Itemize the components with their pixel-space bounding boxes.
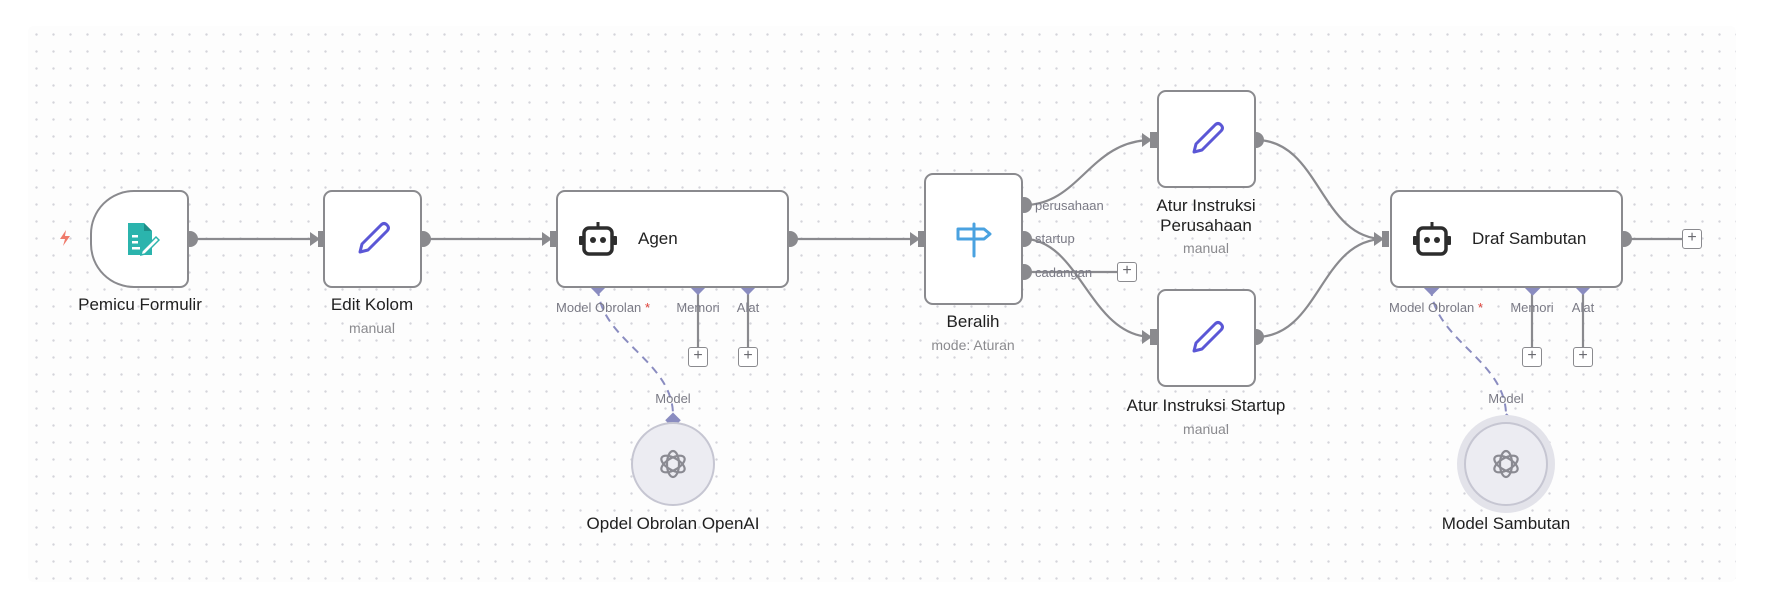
draft-chat-model-port-label: Model Obrolan * — [1389, 300, 1483, 315]
draft-tool-port-label: Alat — [1571, 300, 1595, 315]
input-handle[interactable] — [918, 231, 925, 247]
openai-chat-model-node[interactable] — [631, 422, 715, 506]
welcome-model-label: Model Sambutan — [1441, 514, 1571, 533]
set-startup-instructions-subtitle: manual — [1183, 421, 1229, 437]
form-trigger-label: Pemicu Formulir — [78, 295, 202, 314]
pencil-icon — [1192, 122, 1224, 154]
set-company-instructions-label: Atur Instruksi Perusahaan — [1156, 196, 1256, 235]
welcome-model-node[interactable] — [1464, 422, 1548, 506]
input-handle[interactable] — [550, 231, 557, 247]
form-icon — [127, 223, 160, 257]
openai-icon — [660, 449, 686, 479]
add-memory-button[interactable]: + — [1522, 347, 1542, 367]
add-fallback-node-button[interactable]: + — [1117, 262, 1137, 282]
input-handle[interactable] — [1150, 329, 1157, 345]
set-startup-instructions-label: Atur Instruksi Startup — [1126, 396, 1286, 415]
set-startup-instructions-node[interactable] — [1157, 289, 1256, 387]
set-company-instructions-subtitle: manual — [1183, 240, 1229, 256]
connection-company-draft[interactable] — [1255, 138, 1385, 241]
input-handle[interactable] — [1150, 132, 1157, 148]
edit-columns-subtitle: manual — [349, 320, 395, 336]
agent-tool-port-label: Alat — [736, 300, 760, 315]
signpost-icon — [956, 222, 991, 258]
agent-node[interactable]: Agen — [556, 190, 789, 288]
switch-output-perusahaan-label: perusahaan — [1035, 198, 1104, 213]
draft-welcome-title: Draf Sambutan — [1472, 229, 1587, 248]
set-company-instructions-node[interactable] — [1157, 90, 1256, 188]
connection-openai-agent[interactable] — [597, 287, 674, 415]
connection-switch-startup[interactable] — [1023, 237, 1153, 339]
workflow-canvas[interactable] — [28, 26, 1736, 582]
input-handle[interactable] — [318, 231, 325, 247]
pencil-icon — [358, 222, 390, 254]
trigger-bolt-icon — [60, 230, 70, 246]
edit-columns-label: Edit Kolom — [330, 295, 414, 314]
pencil-icon — [1192, 321, 1224, 353]
add-tool-button[interactable]: + — [1573, 347, 1593, 367]
form-trigger-node[interactable] — [90, 190, 189, 288]
connection-switch-company[interactable] — [1023, 138, 1153, 207]
switch-subtitle: mode: Aturan — [931, 337, 1015, 353]
robot-icon — [579, 222, 617, 256]
openai-model-port-label: Model — [655, 391, 691, 406]
switch-output-cadangan-label: cadangan — [1035, 265, 1093, 280]
add-next-node-button[interactable]: + — [1682, 229, 1702, 249]
input-handle[interactable] — [1382, 231, 1389, 247]
draft-welcome-node[interactable]: Draf Sambutan — [1390, 190, 1623, 288]
draft-memory-port-label: Memori — [1510, 300, 1554, 315]
welcome-model-port-label: Model — [1488, 391, 1524, 406]
connection-startup-draft[interactable] — [1255, 237, 1385, 339]
edit-columns-node[interactable] — [323, 190, 422, 288]
agent-memory-port-label: Memori — [676, 300, 720, 315]
switch-output-startup-label: startup — [1035, 231, 1075, 246]
robot-icon — [1413, 222, 1451, 256]
add-tool-button[interactable]: + — [738, 347, 758, 367]
agent-chat-model-port-label: Model Obrolan * — [556, 300, 650, 315]
switch-node[interactable] — [924, 173, 1023, 305]
openai-chat-model-label: Opdel Obrolan OpenAI — [586, 514, 760, 533]
add-memory-button[interactable]: + — [688, 347, 708, 367]
connection-welcome-model-draft[interactable] — [1430, 287, 1507, 415]
agent-title: Agen — [638, 229, 678, 248]
openai-icon — [1493, 449, 1519, 479]
switch-label: Beralih — [946, 312, 1000, 331]
